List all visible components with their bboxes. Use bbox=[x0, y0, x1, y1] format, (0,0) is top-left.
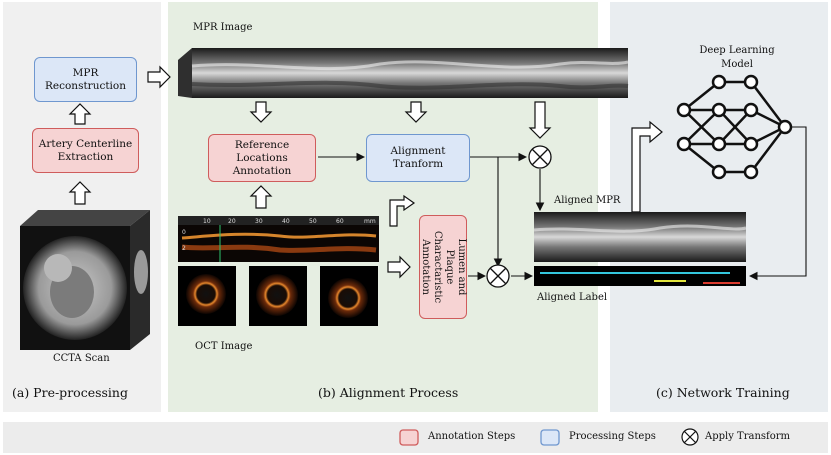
arrow-oct-to-lumen bbox=[387, 255, 411, 279]
oct-image-label: OCT Image bbox=[195, 341, 253, 352]
section-title-alignment: (b) Alignment Process bbox=[318, 385, 459, 400]
oct-ruler-unit: mm bbox=[364, 218, 376, 225]
legend-apply-text: Apply Transform bbox=[705, 431, 791, 442]
legend-processing-swatch bbox=[540, 429, 560, 446]
section-title-training: (c) Network Training bbox=[656, 385, 790, 400]
arrow-label-to-model bbox=[748, 126, 807, 281]
artery-centerline-box: Artery Centerline Extraction bbox=[32, 128, 139, 173]
deep-learning-model-label: Deep Learning Model bbox=[699, 45, 775, 70]
oct-tick: 10 bbox=[203, 218, 211, 225]
lumen-plaque-label: Lumen and Plaque Charactaristic Annotati… bbox=[420, 230, 467, 304]
ccta-scan-label: CCTA Scan bbox=[53, 353, 110, 364]
aligned-mpr-image bbox=[533, 212, 747, 262]
section-title-preprocessing: (a) Pre-processing bbox=[12, 385, 128, 400]
neural-network-icon bbox=[676, 74, 793, 180]
arrow-mpr-down-left bbox=[249, 101, 273, 123]
legend-processing-text: Processing Steps bbox=[569, 431, 656, 442]
arrow-to-model bbox=[631, 120, 663, 213]
reference-locations-box: Reference Locations Annotation bbox=[208, 134, 316, 182]
oct-tick: 60 bbox=[336, 218, 344, 225]
arrow-mpr-down-right bbox=[528, 101, 552, 139]
alignment-transform-box: Alignment Tranform bbox=[366, 134, 470, 182]
arrow-mpr-to-image bbox=[147, 65, 171, 89]
oct-tick: 20 bbox=[228, 218, 236, 225]
arrow-ccta-to-centerline bbox=[68, 181, 92, 205]
arrow-centerline-to-mpr bbox=[68, 103, 92, 125]
oct-depth-tick: 2 bbox=[182, 245, 186, 252]
panel-network-training bbox=[610, 2, 828, 412]
mpr-reconstruction-box: MPR Reconstruction bbox=[34, 57, 137, 102]
oct-cross-sections bbox=[178, 266, 378, 326]
arrow-oct-to-reference bbox=[249, 185, 273, 209]
arrow-oct-to-alignment bbox=[389, 194, 416, 227]
aligned-mpr-label: Aligned MPR bbox=[554, 195, 621, 206]
hollow-arrows bbox=[68, 65, 663, 279]
ccta-cube-image bbox=[20, 210, 150, 350]
legend-apply-icon bbox=[681, 428, 699, 446]
legend-annotation-text: Annotation Steps bbox=[428, 431, 516, 442]
oct-tick: 50 bbox=[309, 218, 317, 225]
aligned-label-label: Aligned Label bbox=[537, 292, 608, 303]
connectors bbox=[318, 126, 807, 281]
lumen-plaque-box: Lumen and Plaque Charactaristic Annotati… bbox=[419, 215, 467, 319]
mpr-image bbox=[178, 48, 629, 98]
legend-annotation-swatch bbox=[399, 429, 419, 446]
aligned-label-image bbox=[534, 266, 746, 286]
oct-depth-tick: 0 bbox=[182, 229, 186, 236]
arrow-mpr-down-mid bbox=[404, 101, 428, 123]
apply-transform-bottom bbox=[486, 264, 510, 288]
oct-tick: 40 bbox=[282, 218, 290, 225]
mpr-image-label: MPR Image bbox=[193, 22, 253, 33]
oct-longitudinal-image bbox=[178, 216, 379, 262]
oct-tick: 30 bbox=[255, 218, 263, 225]
apply-transform-top bbox=[528, 145, 552, 169]
